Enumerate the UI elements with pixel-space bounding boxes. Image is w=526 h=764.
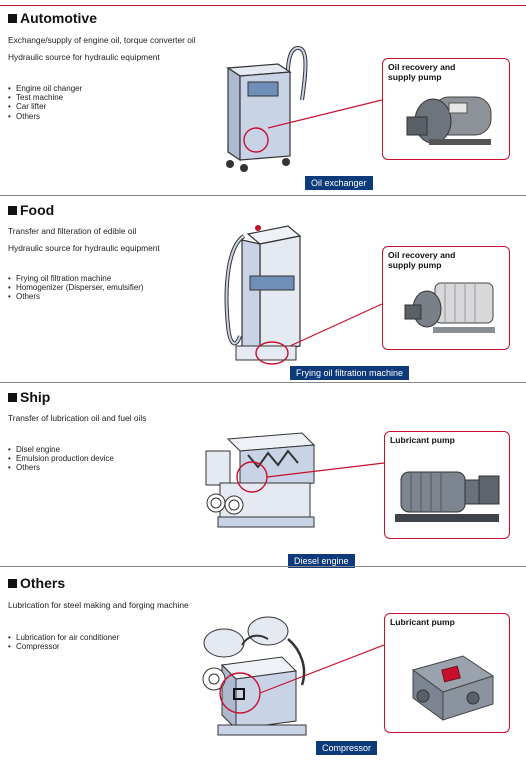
pump-label: Lubricant pump bbox=[390, 435, 455, 445]
list-item: Emulsion production device bbox=[8, 454, 114, 463]
section-divider bbox=[0, 382, 526, 383]
pump-callout: Oil recovery and supply pump bbox=[382, 246, 510, 350]
diesel-engine-icon bbox=[205, 432, 316, 528]
list-item: Test machine bbox=[8, 93, 82, 102]
list-item: Homogenizer (Disperser, emulsifier) bbox=[8, 283, 144, 292]
pump-callout: Lubricant pump bbox=[384, 431, 510, 539]
section-heading: Food bbox=[8, 202, 54, 218]
pump-callout: Lubricant pump bbox=[384, 613, 510, 733]
motor-pump-icon bbox=[404, 282, 495, 333]
section-divider bbox=[0, 566, 526, 567]
pump-label: Lubricant pump bbox=[390, 617, 455, 627]
connector-line bbox=[267, 99, 383, 129]
list-item: Others bbox=[8, 112, 82, 121]
section-description: Hydraulic source for hydraulic equipment bbox=[8, 243, 160, 253]
section-description: Exchange/supply of engine oil, torque co… bbox=[8, 35, 196, 45]
gear-pump-icon bbox=[406, 96, 492, 145]
section-heading: Others bbox=[8, 575, 65, 591]
connector-line bbox=[289, 303, 383, 347]
list-item: Car lifter bbox=[8, 102, 82, 111]
heading-text: Ship bbox=[20, 389, 51, 405]
heading-square-icon bbox=[8, 13, 17, 23]
section-ship: Ship Transfer of lubrication oil and fue… bbox=[0, 383, 526, 568]
section-description: Lubrication for steel making and forging… bbox=[8, 600, 189, 610]
heading-text: Others bbox=[20, 575, 66, 591]
section-heading: Automotive bbox=[8, 10, 97, 26]
section-heading: Ship bbox=[8, 389, 50, 405]
application-list: Disel engine Emulsion production device … bbox=[8, 445, 114, 473]
lubricant-motor-pump-icon bbox=[395, 471, 500, 522]
list-item: Frying oil filtration machine bbox=[8, 274, 144, 283]
list-item: Lubrication for air conditioner bbox=[8, 633, 119, 642]
list-item: Compressor bbox=[8, 642, 119, 651]
pump-label: Oil recovery and supply pump bbox=[388, 62, 456, 82]
heading-square-icon bbox=[8, 205, 17, 215]
caption-badge: Diesel engine bbox=[288, 554, 355, 568]
pump-callout: Oil recovery and supply pump bbox=[382, 58, 510, 160]
section-food: Food Transfer and filteration of edible … bbox=[0, 196, 526, 383]
heading-square-icon bbox=[8, 578, 17, 588]
gear-pump-icon bbox=[411, 655, 495, 721]
section-automotive: Automotive Exchange/supply of engine oil… bbox=[0, 0, 526, 196]
frying-oil-filtration-machine-icon bbox=[224, 225, 302, 365]
section-description: Transfer of lubrication oil and fuel oil… bbox=[8, 413, 147, 423]
pump-label: Oil recovery and supply pump bbox=[388, 250, 456, 270]
oil-exchanger-icon bbox=[226, 45, 308, 172]
list-item: Disel engine bbox=[8, 445, 114, 454]
connector-line bbox=[266, 462, 385, 478]
section-divider bbox=[0, 195, 526, 196]
list-item: Engine oil changer bbox=[8, 84, 82, 93]
heading-text: Automotive bbox=[20, 10, 97, 26]
application-list: Lubrication for air conditioner Compress… bbox=[8, 633, 119, 651]
caption-badge: Frying oil filtration machine bbox=[290, 366, 410, 380]
section-description: Transfer and filteration of edible oil bbox=[8, 226, 137, 236]
application-list: Frying oil filtration machine Homogenize… bbox=[8, 274, 144, 302]
connector-line bbox=[259, 644, 385, 694]
application-list: Engine oil changer Test machine Car lift… bbox=[8, 84, 82, 121]
compressor-icon bbox=[202, 616, 307, 736]
heading-text: Food bbox=[20, 202, 55, 218]
top-rule bbox=[0, 5, 526, 6]
list-item: Others bbox=[8, 463, 114, 472]
caption-badge: Oil exchanger bbox=[305, 176, 373, 190]
section-others: Others Lubrication for steel making and … bbox=[0, 567, 526, 764]
section-description: Hydraulic source for hydraulic equipment bbox=[8, 52, 160, 62]
heading-square-icon bbox=[8, 392, 17, 402]
caption-badge: Compressor bbox=[316, 741, 378, 755]
list-item: Others bbox=[8, 292, 144, 301]
